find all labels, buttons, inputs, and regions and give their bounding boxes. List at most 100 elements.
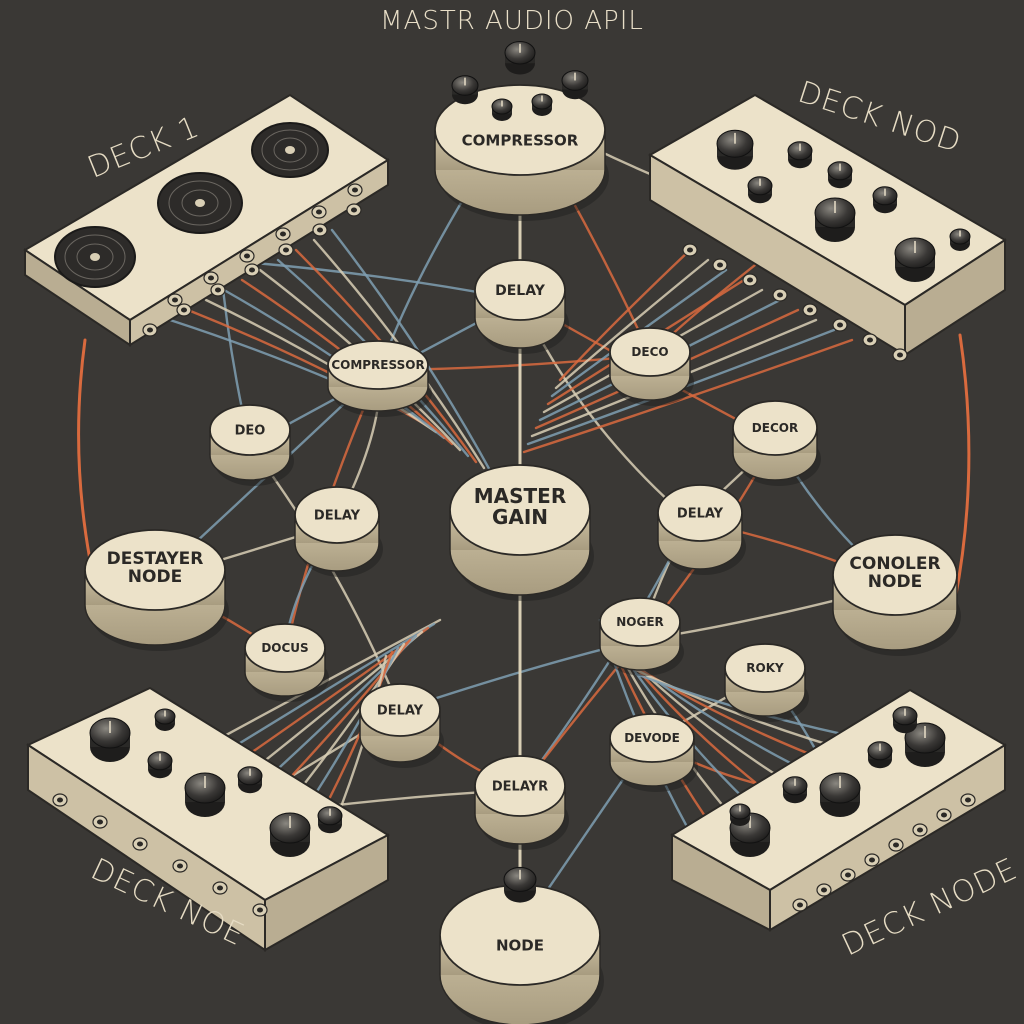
- node-label: DECOR: [752, 421, 798, 435]
- node-label: COMPRESSOR: [462, 131, 579, 149]
- jack-icon: [211, 284, 225, 296]
- jack-icon: [93, 816, 107, 828]
- node-docus-left: DOCUS: [245, 624, 329, 702]
- jack-icon: [168, 294, 182, 306]
- node-label: DELAY: [314, 509, 361, 524]
- knob-icon: [238, 767, 262, 793]
- node-delay-left: DELAY: [295, 487, 383, 577]
- jack-icon: [793, 899, 807, 911]
- knob-icon: [452, 76, 478, 105]
- node-label: DELAY: [377, 704, 424, 719]
- knob-icon: [562, 71, 588, 100]
- jack-icon: [713, 259, 727, 271]
- knob-icon: [893, 707, 917, 733]
- node-label: DOCUS: [261, 641, 308, 655]
- patch-cable: [79, 340, 90, 560]
- node-noger-center: NOGER: [600, 598, 684, 676]
- node-label-line2: NODE: [128, 567, 182, 587]
- jack-icon: [213, 882, 227, 894]
- knob-icon: [504, 867, 536, 902]
- node-delayr-bottom: DELAYR: [475, 756, 569, 850]
- node-delay-upper: DELAY: [475, 260, 569, 354]
- jack-icon: [245, 264, 259, 276]
- jack-icon: [863, 334, 877, 346]
- turntable-platter-icon: [55, 227, 135, 287]
- node-conoler: CONOLERNODE: [833, 535, 961, 656]
- knob-icon: [185, 773, 225, 817]
- jack-icon: [937, 809, 951, 821]
- node-label-line2: NODE: [868, 572, 922, 592]
- jack-icon: [313, 224, 327, 236]
- knob-icon: [90, 718, 130, 762]
- jack-icon: [253, 904, 267, 916]
- node-destayer: DESTAYERNODE: [85, 530, 229, 651]
- jack-icon: [173, 860, 187, 872]
- node-label: COMPRESSOR: [331, 358, 424, 372]
- node-label: DELAY: [495, 283, 546, 299]
- knob-icon: [748, 177, 772, 203]
- knob-icon: [868, 742, 892, 768]
- jack-icon: [204, 272, 218, 284]
- jack-icon: [312, 206, 326, 218]
- node-master-gain: MASTERGAIN: [450, 465, 594, 601]
- node-label: DELAYR: [492, 780, 548, 795]
- node-label: DELAY: [677, 507, 724, 522]
- jack-icon: [833, 319, 847, 331]
- knob-icon: [730, 804, 750, 826]
- node-label: DECO: [631, 345, 668, 359]
- node-delay-right: DELAY: [658, 485, 746, 575]
- jack-icon: [143, 324, 157, 336]
- jack-icon: [817, 884, 831, 896]
- jack-icon: [683, 244, 697, 256]
- diagram-title: MASTR AUDIO APIL: [0, 6, 1024, 36]
- jack-icon: [177, 304, 191, 316]
- knob-icon: [820, 773, 860, 817]
- node-label: ROKY: [746, 661, 784, 675]
- node-deco-right-upper: DECO: [610, 328, 694, 406]
- jack-icon: [913, 824, 927, 836]
- jack-icon: [240, 250, 254, 262]
- jack-icon: [893, 349, 907, 361]
- knob-icon: [532, 94, 552, 116]
- node-label: NODE: [496, 936, 544, 954]
- knob-icon: [783, 777, 807, 803]
- node-roky-right: ROKY: [725, 644, 809, 722]
- knob-icon: [148, 752, 172, 778]
- knob-icon: [505, 42, 535, 75]
- knob-icon: [815, 198, 855, 242]
- patch-cable: [955, 335, 969, 600]
- jack-icon: [865, 854, 879, 866]
- node-label: DEO: [235, 424, 266, 439]
- knob-icon: [788, 142, 812, 168]
- knob-icon: [873, 187, 897, 213]
- jack-icon: [53, 794, 67, 806]
- knob-icon: [895, 238, 935, 282]
- node-devode-lower-right: DEVODE: [610, 714, 698, 792]
- jack-icon: [961, 794, 975, 806]
- deck-1-unit: [25, 95, 388, 345]
- knob-icon: [318, 807, 342, 833]
- jack-icon: [276, 228, 290, 240]
- knob-icon: [828, 162, 852, 188]
- node-label: NOGER: [616, 615, 664, 629]
- knob-icon: [717, 130, 753, 170]
- node-decor-right: DECOR: [733, 401, 821, 486]
- node-label-line2: GAIN: [492, 505, 548, 529]
- jack-icon: [743, 274, 757, 286]
- turntable-platter-icon: [158, 173, 242, 233]
- knob-icon: [270, 813, 310, 857]
- jack-icon: [347, 204, 361, 216]
- node-node-bottom: NODE: [440, 867, 604, 1024]
- node-compressor-top: COMPRESSOR: [435, 42, 609, 222]
- jack-icon: [348, 184, 362, 196]
- jack-icon: [889, 839, 903, 851]
- node-delay-lower-left: DELAY: [360, 684, 444, 768]
- jack-icon: [773, 289, 787, 301]
- node-compressor-left: COMPRESSOR: [328, 341, 432, 417]
- knob-icon: [950, 229, 970, 251]
- knob-icon: [492, 99, 512, 121]
- turntable-platter-icon: [252, 123, 328, 177]
- jack-icon: [133, 838, 147, 850]
- knob-icon: [155, 709, 175, 731]
- jack-icon: [803, 304, 817, 316]
